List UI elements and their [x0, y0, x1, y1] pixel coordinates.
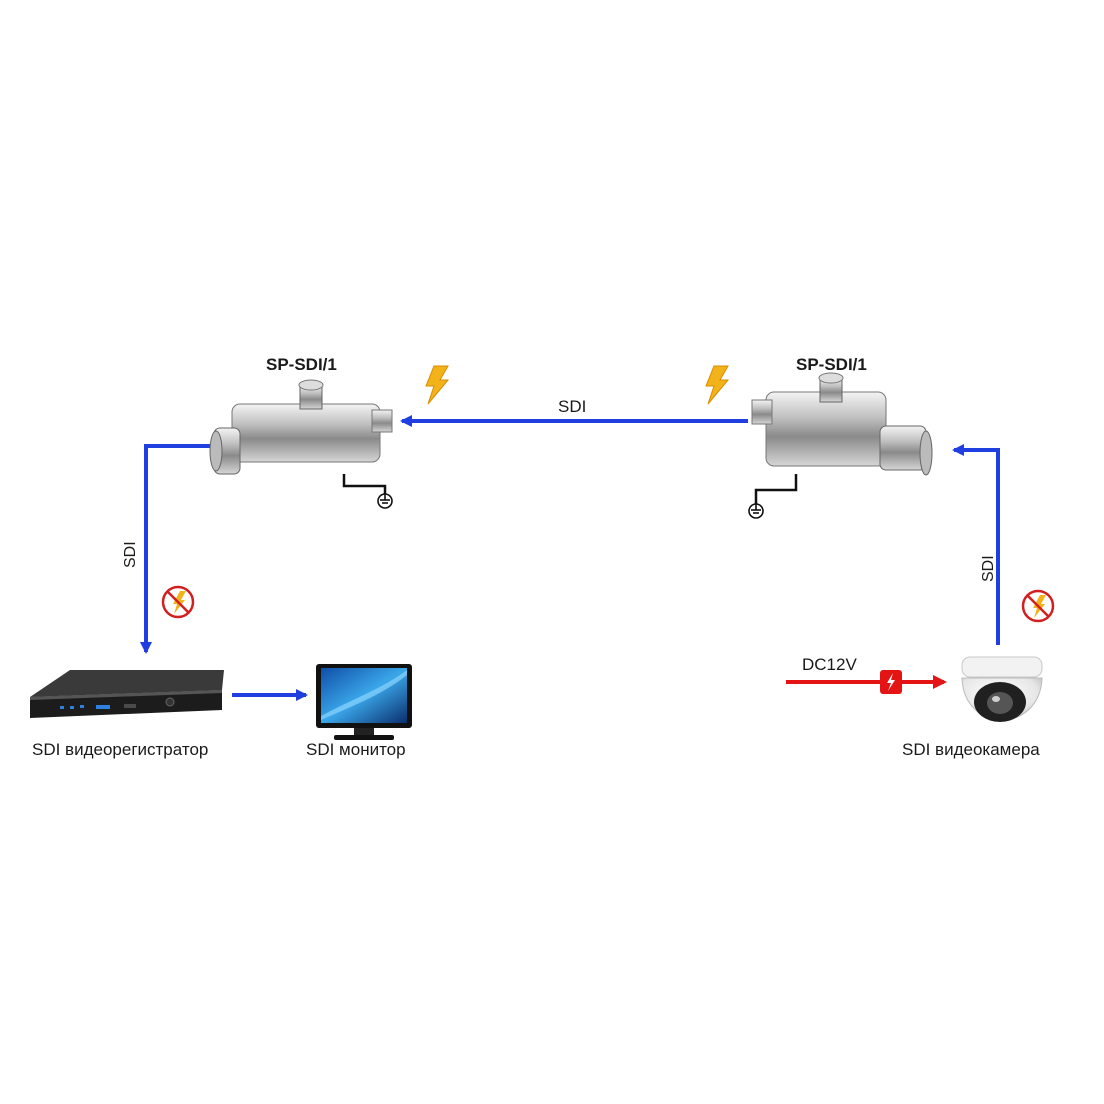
dvr-sdi-line — [140, 444, 210, 654]
camera-sdi-label: SDI — [980, 555, 997, 582]
camera-sdi-line — [952, 444, 1000, 645]
protector-left-title: SP-SDI/1 — [266, 355, 337, 374]
ground-wire-right — [754, 474, 798, 504]
ground-icon — [377, 493, 393, 509]
protector-left — [209, 379, 393, 494]
no-lightning-icon — [161, 585, 195, 619]
monitor-label: SDI монитор — [306, 740, 406, 759]
surge-icon — [880, 670, 902, 694]
dvr-sdi-label: SDI — [122, 541, 139, 568]
monitor-device — [316, 664, 412, 740]
ground-wire-left — [342, 474, 387, 494]
dvr-device — [30, 670, 224, 718]
protector-right — [751, 372, 933, 504]
power-label: DC12V — [802, 655, 857, 674]
lightning-icon — [425, 365, 450, 405]
camera-device — [961, 656, 1043, 722]
lightning-icon — [705, 365, 730, 405]
protector-right-title: SP-SDI/1 — [796, 355, 867, 374]
dvr-label: SDI видеорегистратор — [32, 740, 209, 759]
no-lightning-icon — [1021, 589, 1055, 623]
camera-label: SDI видеокамера — [902, 740, 1040, 759]
ground-icon — [748, 503, 764, 519]
trunk-sdi-label: SDI — [558, 397, 587, 416]
